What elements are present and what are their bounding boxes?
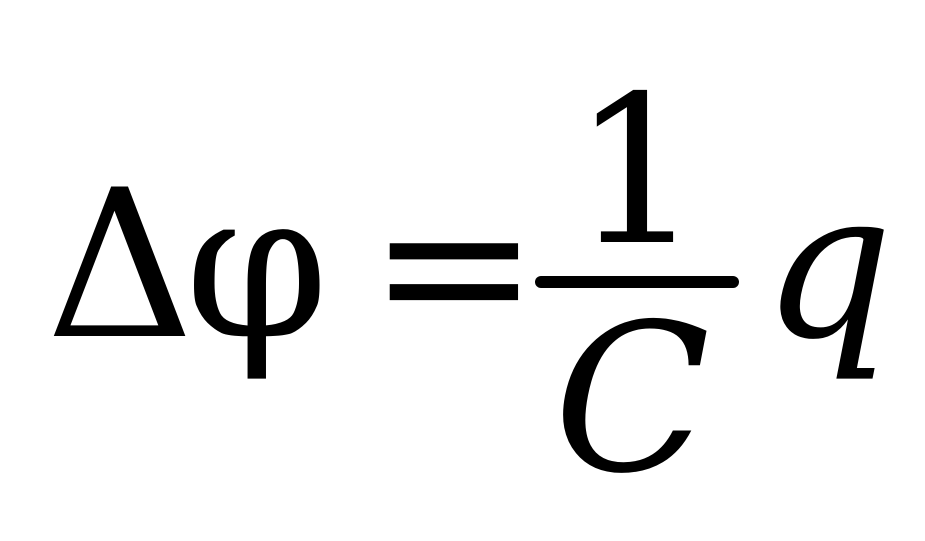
phi-symbol: φ (185, 147, 329, 385)
fraction-denominator: C (554, 281, 711, 519)
variable-q: q (762, 147, 893, 385)
fraction-numerator: 1 (572, 53, 702, 291)
delta-symbol: Δ (46, 147, 194, 385)
equals-sign: = (368, 147, 540, 385)
